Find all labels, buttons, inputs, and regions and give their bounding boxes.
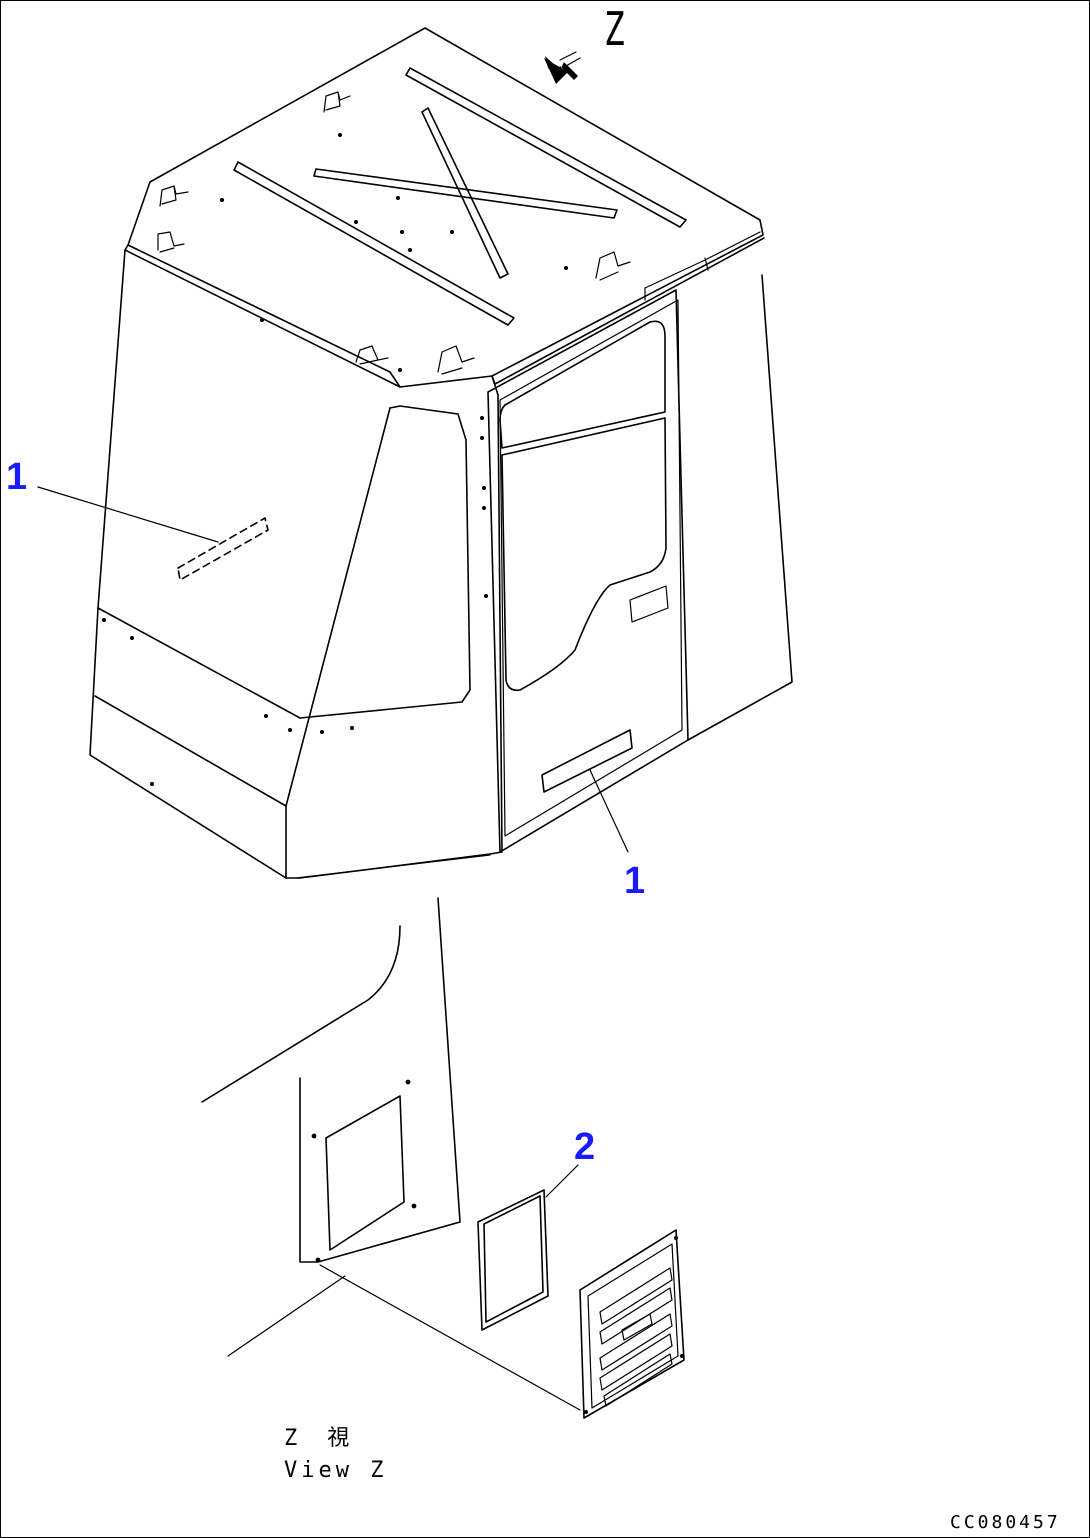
door-window-top (499, 320, 666, 449)
roof-rib-cross-1 (313, 168, 618, 219)
lifting-eye-6 (595, 251, 631, 281)
leader-line-2 (545, 1164, 579, 1198)
drawing-number: CC080457 (950, 1512, 1061, 1533)
lifting-eye-4 (355, 345, 389, 365)
door-decal (541, 729, 633, 793)
view-direction-arrow-icon (544, 51, 581, 84)
cab-roof (124, 27, 765, 388)
louver-cover (579, 1229, 685, 1419)
view-arrow-letter: Z (604, 2, 625, 56)
side-decal-hidden (177, 517, 269, 581)
lifting-eye-1 (323, 91, 351, 113)
roof-rib-cross-2 (421, 107, 509, 279)
lifting-eye-3 (157, 231, 185, 253)
door-handle (629, 585, 669, 623)
lifting-eye-2 (159, 185, 189, 207)
rear-lower-section (201, 897, 581, 1411)
view-caption-en: View Z (284, 1458, 388, 1483)
leader-line-1-left (37, 486, 219, 543)
leader-line-1-right (589, 769, 629, 853)
cab-body (89, 249, 793, 879)
view-caption-jp: Z 視 (284, 1426, 354, 1451)
callout-label-1-left: 1 (6, 456, 28, 498)
service-opening (325, 1095, 405, 1251)
door-window-bottom (501, 417, 667, 692)
roof-rib-front (233, 161, 515, 326)
callout-label-1-right: 1 (624, 860, 646, 902)
callout-label-2: 2 (574, 1126, 596, 1168)
lifting-eye-5 (437, 345, 475, 375)
cab-door (487, 289, 689, 853)
seal-frame (477, 1189, 549, 1331)
roof-rib-back (405, 67, 687, 228)
